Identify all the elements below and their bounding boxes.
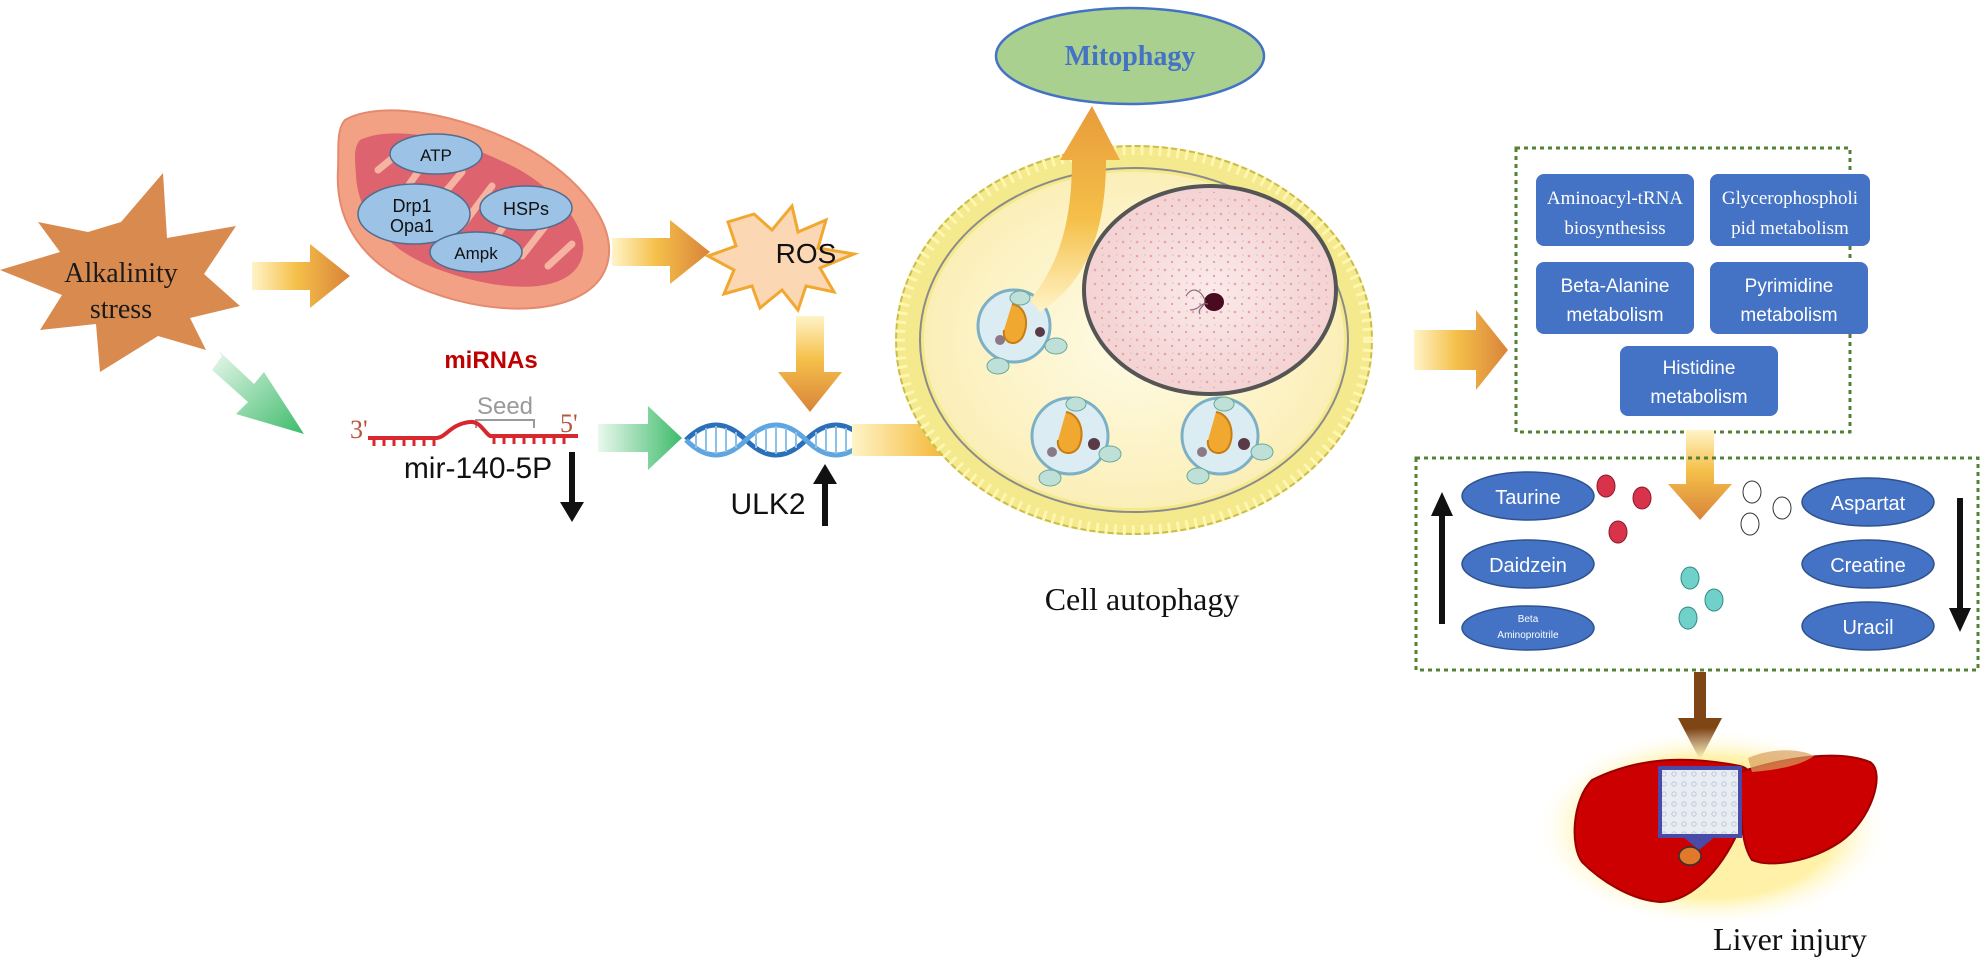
daidzein-label: Daidzein — [1489, 555, 1567, 577]
beta-line1: Beta — [1518, 614, 1539, 625]
metabolite-panel: Taurine Daidzein Beta Aminoproitrile — [1414, 456, 1980, 672]
beta-line2: Aminoproitrile — [1497, 630, 1559, 641]
mir-down-arrow — [560, 452, 584, 522]
autophagy-cell: Cell autophagy — [895, 145, 1373, 617]
ampk-label: Ampk — [454, 244, 498, 263]
red-metabolite-dots — [1596, 474, 1652, 544]
mirna-group: miRNAs Seed 3' 5' mir-140-5P — [350, 347, 584, 522]
mirna-strand — [368, 419, 578, 440]
pathway-aminoacyl-line1: Aminoacyl-tRNA — [1547, 188, 1683, 209]
cell-membrane-dots — [895, 145, 1373, 535]
drp1-label: Drp1 — [392, 196, 431, 216]
cell-membrane-inner-line — [919, 167, 1349, 513]
ros-star-shape — [704, 202, 860, 314]
metabolite-aspartat: Aspartat — [1801, 477, 1935, 527]
pathway-beta-alanine: Beta-Alanine metabolism — [1536, 262, 1694, 334]
pathway-glycero-line1: Glycerophospholi — [1722, 188, 1858, 209]
atp-cloud: ATP — [389, 133, 483, 175]
dna-rungs — [695, 426, 857, 454]
chromatin — [1185, 289, 1209, 315]
liver-right-lobe — [1738, 754, 1878, 865]
hsps-cloud: HSPs — [479, 185, 573, 231]
stress-star-shape — [0, 173, 240, 372]
pathway-histidine-line1: Histidine — [1663, 358, 1736, 379]
pathway-aminoacyl: Aminoacyl-tRNA biosynthesiss — [1536, 174, 1694, 246]
liver-injury-label: Liver injury — [1713, 921, 1867, 957]
ros-label: ROS — [776, 238, 837, 269]
arrow-cell-to-pathways — [1414, 310, 1508, 390]
arrow-to-mitophagy — [1030, 106, 1120, 312]
autophagosome-3 — [1180, 396, 1274, 485]
dna-strand-b — [684, 422, 868, 458]
seed-label: Seed — [477, 393, 533, 420]
nucleolus — [1204, 293, 1224, 311]
pathway-panel: Aminoacyl-tRNA biosynthesiss Glycerophos… — [1514, 146, 1870, 434]
uracil-label: Uracil — [1842, 617, 1893, 639]
metabolite-beta-aminopropionitrile: Beta Aminoproitrile — [1461, 605, 1595, 651]
pathway-pyrimidine: Pyrimidine metabolism — [1710, 262, 1868, 334]
pathway-histidine: Histidine metabolism — [1620, 346, 1778, 416]
dna-strand-a — [684, 422, 868, 458]
metabolite-creatine: Creatine — [1801, 539, 1935, 589]
mitophagy-node: Mitophagy — [994, 6, 1266, 106]
cell-autophagy-label: Cell autophagy — [1045, 581, 1240, 617]
metabolite-uracil: Uracil — [1801, 601, 1935, 651]
pathway-glycerophospholipid: Glycerophospholi pid metabolism — [1710, 174, 1870, 246]
liver — [1534, 728, 1890, 928]
metabolite-daidzein: Daidzein — [1461, 539, 1595, 589]
arrow-mirna-to-ulk2 — [598, 406, 682, 470]
liver-tissue-inset — [1658, 766, 1742, 838]
teal-metabolite-dots — [1678, 566, 1724, 630]
white-metabolite-dots — [1740, 480, 1792, 536]
liver-inset-pointer — [1682, 836, 1716, 850]
mitophagy-label: Mitophagy — [1065, 41, 1196, 72]
ampk-cloud: Ampk — [429, 231, 523, 273]
ulk2-up-arrow — [813, 464, 837, 526]
arrow-mito-to-ros — [612, 220, 710, 284]
metabolites-up-arrow — [1431, 492, 1453, 624]
three-prime-label: 3' — [350, 415, 368, 444]
nucleus — [1082, 184, 1338, 396]
liver-lesion — [1678, 846, 1702, 866]
mirna-ticks — [372, 436, 566, 446]
creatine-label: Creatine — [1830, 555, 1906, 577]
pathway-pyrimidine-line2: metabolism — [1740, 305, 1837, 326]
arrow-pathways-to-metabolites — [1668, 430, 1732, 520]
pathway-aminoacyl-line2: biosynthesiss — [1564, 218, 1665, 239]
metabolite-taurine: Taurine — [1461, 471, 1595, 521]
atp-label: ATP — [420, 146, 452, 165]
autophagosome-1 — [976, 288, 1068, 375]
arrow-ros-to-ulk2 — [778, 316, 842, 412]
stress-label-line2: stress — [90, 294, 152, 325]
autophagosome-2 — [1030, 396, 1122, 487]
arrow-stress-to-mirna — [212, 350, 304, 434]
ulk2-label: ULK2 — [730, 488, 805, 521]
seed-bracket — [475, 419, 535, 428]
five-prime-label: 5' — [560, 409, 578, 438]
pathway-histidine-line2: metabolism — [1650, 387, 1747, 408]
pathway-glycero-line2: pid metabolism — [1731, 218, 1849, 239]
mir-label: mir-140-5P — [404, 452, 552, 485]
mirnas-label: miRNAs — [444, 347, 537, 374]
alkalinity-stress-node: Alkalinity stress — [0, 173, 240, 372]
pathway-pyrimidine-line1: Pyrimidine — [1745, 276, 1834, 297]
ros-node: ROS — [704, 202, 860, 314]
taurine-label: Taurine — [1495, 487, 1561, 509]
metabolites-down-arrow — [1949, 498, 1971, 632]
ulk2-dna: ULK2 — [684, 422, 868, 526]
aspartat-label: Aspartat — [1831, 493, 1906, 515]
pathway-beta-line2: metabolism — [1566, 305, 1663, 326]
arrow-stress-to-mito — [252, 244, 350, 308]
liver-gallbladder-area — [1748, 750, 1814, 772]
drp1-opa1-cloud: Drp1 Opa1 — [357, 183, 471, 245]
opa1-label: Opa1 — [390, 216, 434, 236]
hsps-label: HSPs — [503, 199, 549, 219]
pathway-beta-line1: Beta-Alanine — [1561, 276, 1670, 297]
stress-label-line1: Alkalinity — [64, 258, 178, 289]
mitochondrion: ATP Drp1 Opa1 HSPs Ampk — [336, 109, 611, 310]
